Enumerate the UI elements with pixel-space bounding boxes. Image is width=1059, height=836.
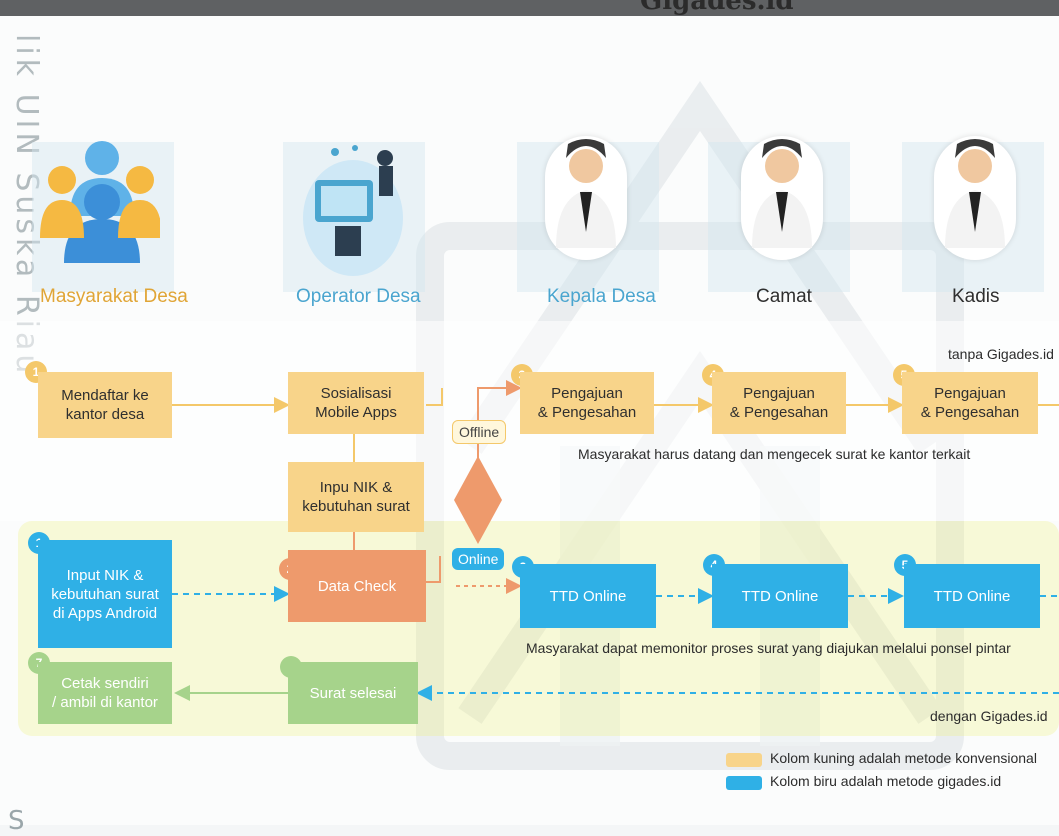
- legend-blue-label: Kolom biru adalah metode gigades.id: [770, 773, 1002, 789]
- conventional-step5-box: Pengajuan & Pengesahan: [902, 372, 1038, 434]
- people-group-icon: [40, 141, 160, 263]
- sosialisasi-box: Sosialisasi Mobile Apps: [288, 372, 424, 434]
- online-label: Online: [452, 548, 505, 570]
- ttd-online-camat-box: TTD Online: [712, 564, 848, 628]
- surat-selesai-box: Surat selesai: [288, 662, 418, 724]
- offline-label: Offline: [452, 420, 507, 444]
- diagram-canvas: lik UIN Suska Riau S: [0, 16, 1059, 836]
- actor-label-operator: Operator Desa: [296, 286, 421, 307]
- actor-label-camat: Camat: [756, 286, 812, 307]
- input-nik-conventional-box: Inpu NIK & kebutuhan surat: [288, 462, 424, 532]
- digital-band: [18, 521, 1059, 736]
- top-bar: Gigades.id: [0, 0, 1059, 16]
- digital-step1-box: Input NIK & kebutuhan surat di Apps Andr…: [38, 540, 172, 648]
- conventional-step4-box: Pengajuan & Pengesahan: [712, 372, 846, 434]
- header-title-fragment: Gigades.id: [640, 0, 794, 16]
- ttd-online-kepala-box: TTD Online: [520, 564, 656, 628]
- legend-blue-swatch: [726, 776, 762, 790]
- conventional-step3-box: Pengajuan & Pengesahan: [520, 372, 654, 434]
- conventional-note: Masyarakat harus datang dan mengecek sur…: [578, 446, 971, 462]
- official-figures: [556, 139, 1005, 248]
- legend-yellow-swatch: [726, 753, 762, 767]
- decision-diamond: [454, 456, 502, 544]
- data-check-box: Data Check: [288, 550, 426, 622]
- digital-note: Masyarakat dapat memonitor proses surat …: [526, 640, 1011, 656]
- ttd-online-kadis-box: TTD Online: [904, 564, 1040, 628]
- legend-yellow-label: Kolom kuning adalah metode konvensional: [770, 750, 1037, 766]
- conventional-section-label: tanpa Gigades.id: [948, 346, 1054, 362]
- actor-label-masyarakat: Masyarakat Desa: [40, 286, 188, 307]
- operator-workstation-icon: [303, 145, 403, 276]
- cetak-ambil-box: Cetak sendiri / ambil di kantor: [38, 662, 172, 724]
- actor-label-kepala: Kepala Desa: [547, 286, 656, 307]
- vertical-watermark: lik UIN Suska Riau: [9, 34, 44, 378]
- conventional-step1-box: Mendaftar ke kantor desa: [38, 372, 172, 438]
- actor-label-kadis: Kadis: [952, 286, 1000, 307]
- digital-section-label: dengan Gigades.id: [930, 708, 1048, 724]
